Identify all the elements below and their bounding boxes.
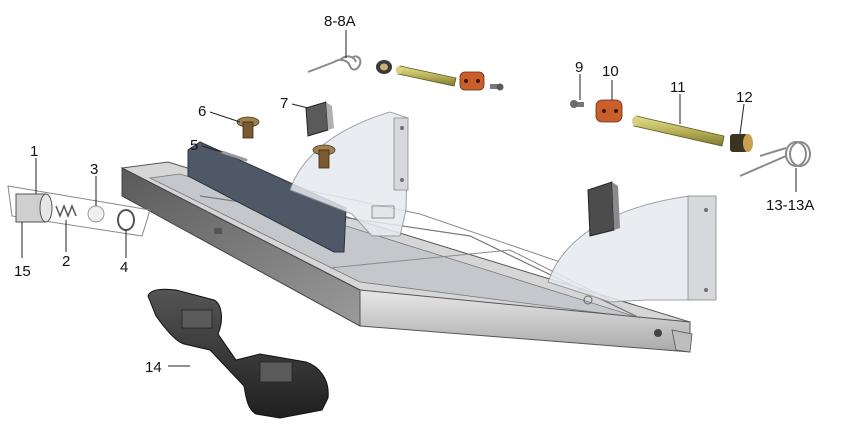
part-11-rod [632,115,725,147]
callout-10: 10 [602,63,619,80]
rod-top [396,65,457,87]
part-9-screw [570,100,584,108]
bushing-small-top [376,60,392,74]
part-10-bushing [595,99,623,123]
part-2-spring [55,203,77,219]
callout-9: 9 [575,59,583,76]
callout-3: 3 [90,161,98,178]
callout-4: 4 [120,259,128,276]
clip-bracket-right [587,181,620,237]
callout-8-8a: 8-8A [324,13,356,30]
callout-14: 14 [145,359,162,376]
part-14-pad [147,288,329,419]
callout-1: 1 [30,143,38,160]
knob-installed [312,144,336,169]
part-5-pin [220,150,248,162]
callout-2: 2 [62,253,70,270]
part-7-bracket [305,101,334,137]
callout-7: 7 [280,95,288,112]
latch-assembly-box [7,185,151,237]
part-4-clip [117,209,135,231]
callout-15: 15 [14,263,31,280]
part-13-spring [739,141,811,177]
screw-top [490,83,504,91]
side-panel-left [289,111,409,237]
deflector-bar [187,141,347,253]
part-8-spring [307,55,362,73]
callout-labels: 1 2 3 4 5 6 7 8-8A 9 10 11 12 13-13A 14 … [14,13,814,376]
callout-12: 12 [736,89,753,106]
leader-lines [21,30,797,367]
part-3-ball [87,205,105,223]
side-panel-right [547,195,717,305]
callout-6: 6 [198,103,206,120]
part-12-bushing [730,134,753,152]
callout-11: 11 [670,79,686,96]
callout-5: 5 [190,137,198,154]
part-6-knob [236,116,260,139]
bushing-plate-top [459,71,485,91]
part-1-housing [15,193,53,223]
callout-13-13a: 13-13A [766,197,814,214]
